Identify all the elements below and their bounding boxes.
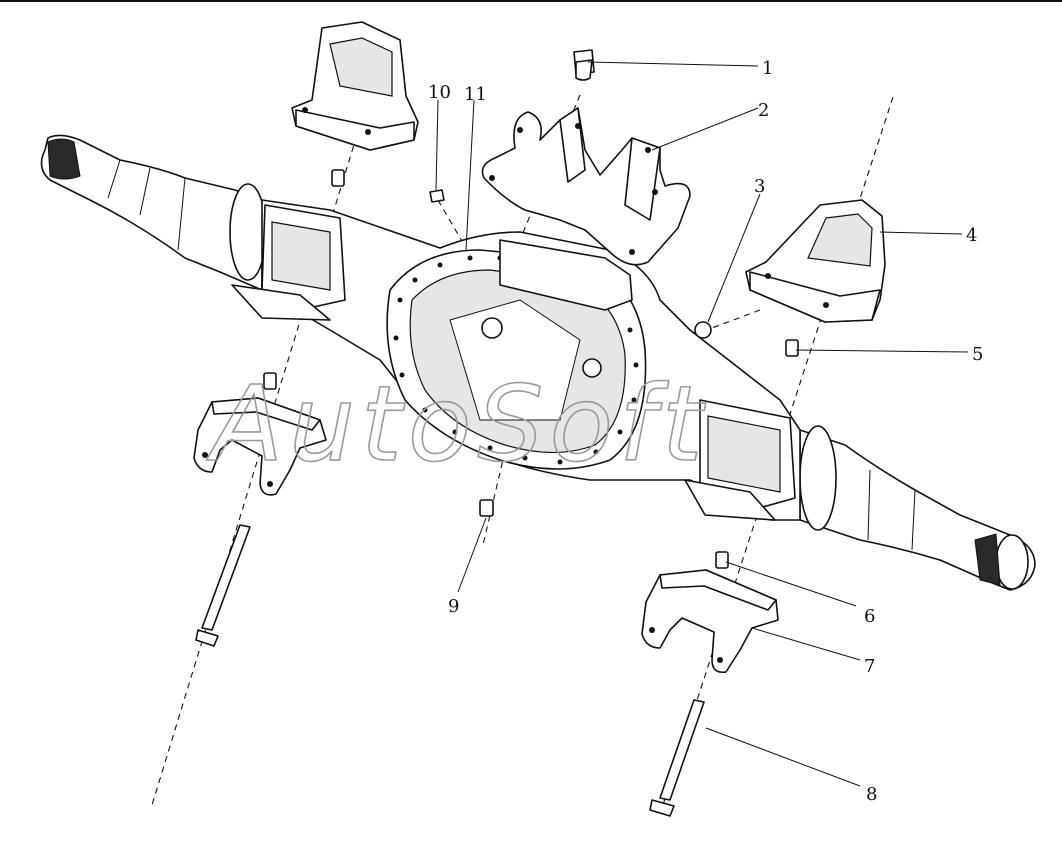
leader-6	[725, 561, 857, 607]
callout-8: 8	[866, 784, 877, 805]
housing-top-pad	[499, 239, 633, 311]
bushings	[263, 169, 799, 569]
left-long-bolt	[195, 524, 251, 647]
drain-plug-axis	[482, 429, 511, 546]
part-1-bolt	[573, 49, 595, 81]
leader-1	[587, 61, 759, 67]
part-8-long-bolt	[649, 699, 705, 817]
leader-5	[795, 349, 969, 353]
leader-8	[705, 727, 861, 787]
right-hub-flange	[799, 425, 837, 531]
right-axle-shaft	[799, 425, 1036, 591]
part-10-vent-plug	[429, 189, 445, 203]
callout-7: 7	[864, 656, 875, 677]
carrier-bolt	[481, 317, 503, 339]
callout-9: 9	[448, 596, 459, 617]
leader-4	[879, 231, 963, 235]
right-shaft-end	[995, 534, 1029, 590]
left-hub-flange	[229, 183, 267, 281]
callout-5: 5	[972, 344, 983, 365]
callout-2: 2	[758, 100, 769, 121]
callout-4: 4	[966, 225, 977, 246]
leader-lines	[435, 61, 969, 787]
part-6-bushing	[715, 551, 729, 569]
part-3-nut	[694, 321, 712, 339]
part-4-spring-seat	[745, 199, 886, 323]
leader-3	[707, 193, 761, 323]
left-bolt-axis	[151, 124, 361, 806]
leader-9	[457, 517, 487, 593]
leader-10	[435, 99, 439, 191]
left-spline	[47, 138, 81, 180]
bushing-left-lower	[263, 372, 277, 390]
nut-axis	[711, 309, 761, 329]
callout-3: 3	[754, 176, 765, 197]
callout-labels: 1 2 3 4 5 6 7 8 9 10 11	[428, 58, 983, 805]
part-2-bracket	[481, 107, 691, 266]
leader-2	[651, 107, 759, 151]
part-9-drain-plug	[479, 499, 494, 517]
part-7-lower-plate	[641, 569, 779, 674]
axle-housing	[231, 199, 801, 521]
callout-1: 1	[762, 58, 773, 79]
left-lower-plate	[193, 397, 327, 496]
right-spline	[974, 533, 1001, 586]
callout-11: 11	[464, 84, 487, 105]
left-axle-shaft	[40, 134, 267, 291]
leader-11	[465, 99, 475, 251]
part-5-bushing	[785, 339, 799, 357]
upper-left-spring-seat	[291, 21, 419, 151]
callout-10: 10	[428, 82, 451, 103]
watermark-text: AutoSoft	[206, 363, 709, 485]
callout-6: 6	[864, 606, 875, 627]
bushing-left-upper	[331, 169, 345, 187]
leader-7	[751, 627, 861, 661]
